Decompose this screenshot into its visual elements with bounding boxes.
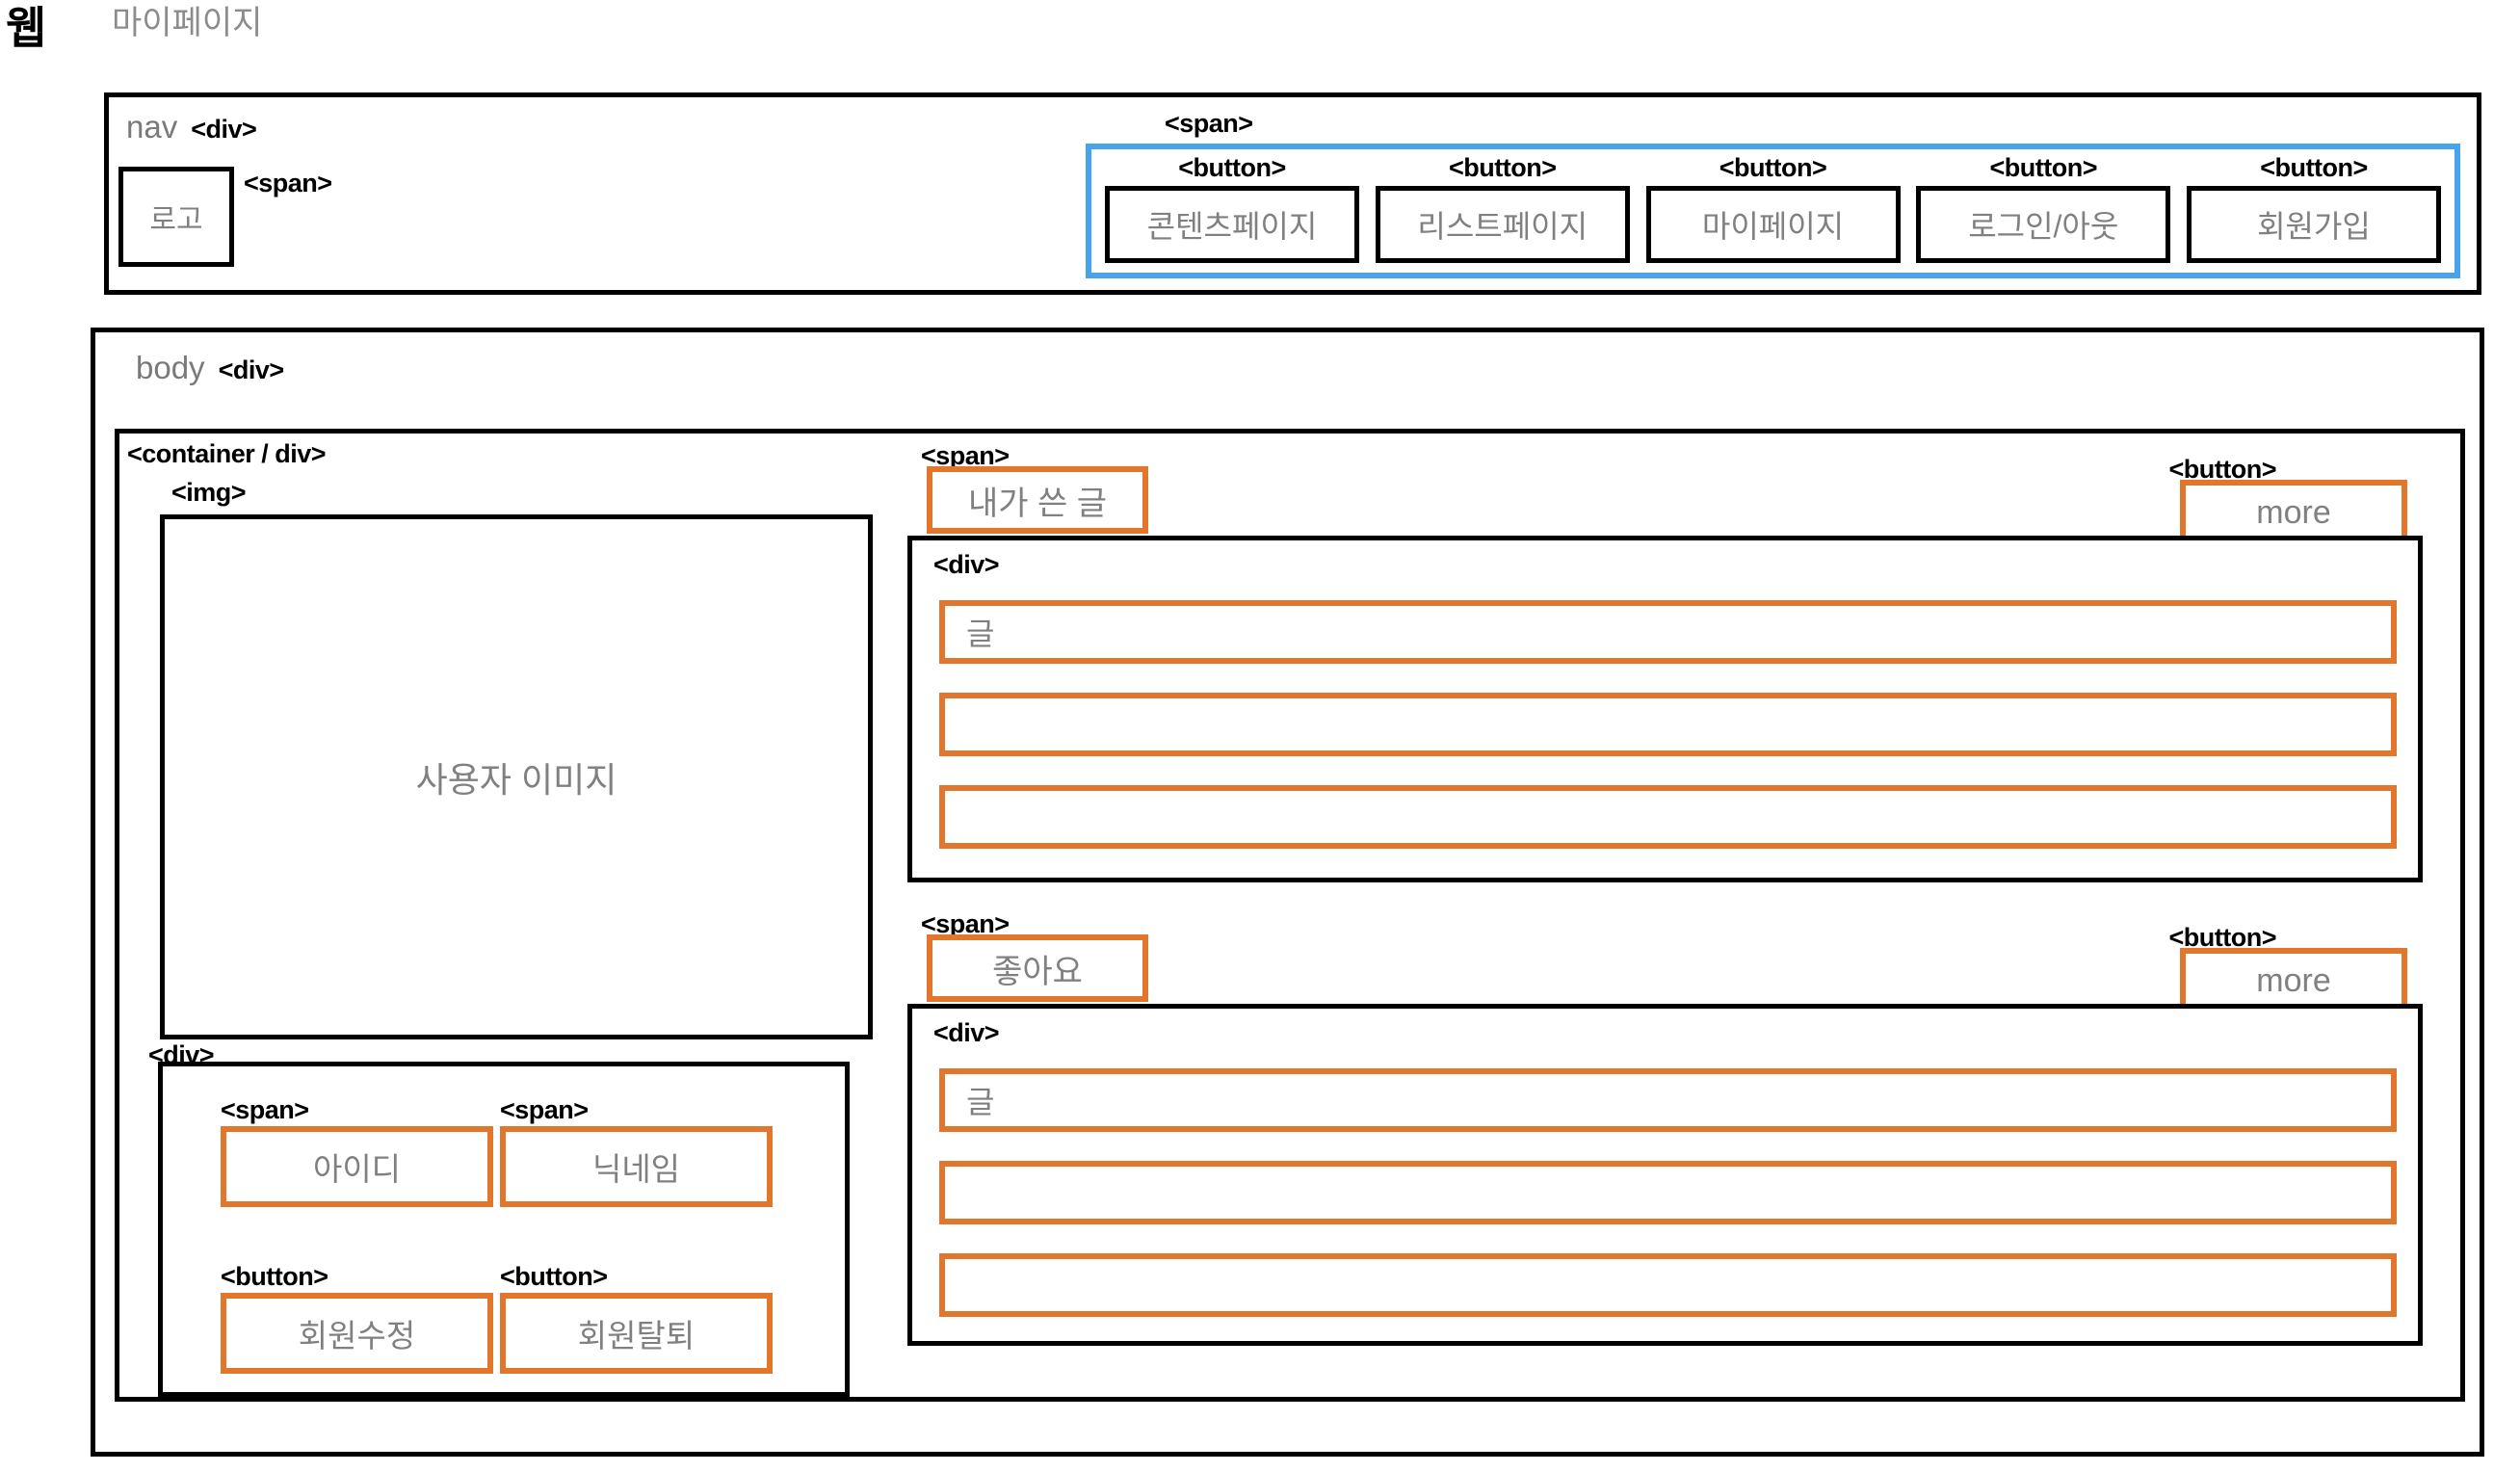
nav-menu-item-3: <button> 로그인/아웃 — [1916, 153, 2171, 263]
list-item[interactable] — [939, 1161, 2397, 1224]
nav-button-tag-3: <button> — [1989, 153, 2098, 182]
section-my-posts: <span> 내가 쓴 글 <button> more <div> 글 — [907, 443, 2423, 882]
nav-button-tag-4: <button> — [2260, 153, 2368, 182]
nav-button-contents-page[interactable]: 콘텐츠페이지 — [1105, 186, 1359, 263]
logo-label: 로고 — [149, 204, 203, 236]
nav-div-tag: <div> — [191, 115, 257, 144]
my-posts-title-label: 내가 쓴 글 — [967, 485, 1107, 522]
container-div-tag: <container / div> — [127, 439, 327, 468]
user-image[interactable]: 사용자 이미지 — [160, 514, 873, 1039]
brand-mark: 웹 — [6, 3, 47, 53]
nickname-cell: <span> 닉네임 — [500, 1097, 773, 1207]
container-region: <container / div> <img> 사용자 이미지 <div> <s… — [115, 429, 2465, 1402]
edit-member-button[interactable]: 회원수정 — [221, 1293, 493, 1374]
nav-button-tag-1: <button> — [1449, 153, 1557, 182]
nav-button-label-0: 콘텐츠페이지 — [1146, 209, 1318, 244]
body-region: body <div> <container / div> <img> 사용자 이… — [91, 328, 2484, 1457]
nav-button-login-logout[interactable]: 로그인/아웃 — [1916, 186, 2171, 263]
nav-menu-item-0: <button> 콘텐츠페이지 — [1105, 153, 1359, 263]
list-item[interactable] — [939, 693, 2397, 756]
nav-menu-item-2: <button> 마이페이지 — [1645, 153, 1901, 263]
liked-posts-row-label-0: 글 — [966, 1085, 995, 1119]
nav-region: nav <div> 로고 <span> <span> <button> 콘텐츠페… — [104, 92, 2481, 295]
edit-member-cell: <button> 회원수정 — [221, 1264, 493, 1374]
user-image-placeholder: 사용자 이미지 — [415, 759, 617, 800]
my-posts-list: <div> 글 — [907, 536, 2423, 882]
user-image-img-tag: <img> — [171, 478, 247, 507]
user-id-cell: <span> 아이디 — [221, 1097, 493, 1207]
nav-button-list-page[interactable]: 리스트페이지 — [1375, 186, 1630, 263]
my-posts-span-tag: <span> — [921, 441, 1010, 470]
nav-button-label-4: 회원가입 — [2257, 209, 2371, 244]
section-liked-posts: <span> 좋아요 <button> more <div> 글 — [907, 911, 2423, 1346]
nav-label: nav — [126, 109, 178, 145]
user-id-span-tag: <span> — [221, 1095, 309, 1124]
nav-button-label-3: 로그인/아웃 — [1968, 209, 2119, 244]
my-posts-header: <span> 내가 쓴 글 <button> more — [907, 441, 2423, 545]
logo-span-tag: <span> — [244, 169, 332, 197]
nav-menu-span-tag: <span> — [1165, 109, 1253, 138]
edit-member-button-tag: <button> — [221, 1262, 328, 1291]
body-label: body — [136, 350, 205, 385]
my-posts-list-div-tag: <div> — [933, 550, 1000, 579]
delete-member-label: 회원탈퇴 — [577, 1318, 696, 1354]
liked-posts-list-div-tag: <div> — [933, 1018, 1000, 1047]
body-div-tag: <div> — [218, 355, 285, 384]
nav-menu-item-1: <button> 리스트페이지 — [1375, 153, 1630, 263]
liked-posts-title: 좋아요 — [927, 934, 1148, 1002]
list-item[interactable]: 글 — [939, 1068, 2397, 1132]
user-id-label: 아이디 — [312, 1151, 402, 1187]
nav-button-signup[interactable]: 회원가입 — [2187, 186, 2441, 263]
user-id-field[interactable]: 아이디 — [221, 1126, 493, 1207]
logo-box[interactable]: 로고 — [118, 167, 234, 267]
nav-menu-item-4: <button> 회원가입 — [2187, 153, 2441, 263]
nav-menu: <button> 콘텐츠페이지 <button> 리스트페이지 <button>… — [1086, 144, 2460, 278]
delete-member-cell: <button> 회원탈퇴 — [500, 1264, 773, 1374]
nav-button-tag-2: <button> — [1719, 153, 1827, 182]
liked-posts-span-tag: <span> — [921, 909, 1010, 938]
liked-posts-more-label: more — [2256, 961, 2331, 999]
nickname-span-tag: <span> — [500, 1095, 589, 1124]
list-item[interactable] — [939, 1253, 2397, 1317]
my-posts-row-label-0: 글 — [966, 617, 995, 651]
my-posts-more-label: more — [2256, 493, 2331, 531]
nav-button-label-1: 리스트페이지 — [1417, 209, 1588, 244]
liked-posts-header: <span> 좋아요 <button> more — [907, 909, 2423, 1013]
list-item[interactable] — [939, 785, 2397, 849]
liked-posts-more-button-tag: <button> — [2168, 923, 2277, 952]
page-header: 웹 마이페이지 — [0, 0, 2520, 89]
nav-button-label-2: 마이페이지 — [1701, 209, 1845, 244]
list-item[interactable]: 글 — [939, 600, 2397, 664]
nav-button-my-page[interactable]: 마이페이지 — [1645, 186, 1901, 263]
edit-member-label: 회원수정 — [298, 1318, 416, 1354]
my-posts-more-button-tag: <button> — [2168, 455, 2277, 484]
user-info-box: <span> 아이디 <span> 닉네임 <button> 회원수정 — [158, 1062, 850, 1397]
liked-posts-more-button[interactable]: more — [2180, 948, 2407, 1013]
page-title: 마이페이지 — [112, 5, 263, 41]
nickname-label: 닉네임 — [591, 1151, 681, 1187]
liked-posts-list: <div> 글 — [907, 1004, 2423, 1346]
body-region-annotation: body <div> — [136, 352, 284, 383]
liked-posts-title-label: 좋아요 — [992, 953, 1083, 990]
delete-member-button[interactable]: 회원탈퇴 — [500, 1293, 773, 1374]
nav-region-annotation: nav <div> — [126, 109, 257, 145]
lists-column: <span> 내가 쓴 글 <button> more <div> 글 — [907, 443, 2439, 1397]
nickname-field[interactable]: 닉네임 — [500, 1126, 773, 1207]
my-posts-title: 내가 쓴 글 — [927, 466, 1148, 534]
nav-button-tag-0: <button> — [1178, 153, 1286, 182]
delete-member-button-tag: <button> — [500, 1262, 608, 1291]
